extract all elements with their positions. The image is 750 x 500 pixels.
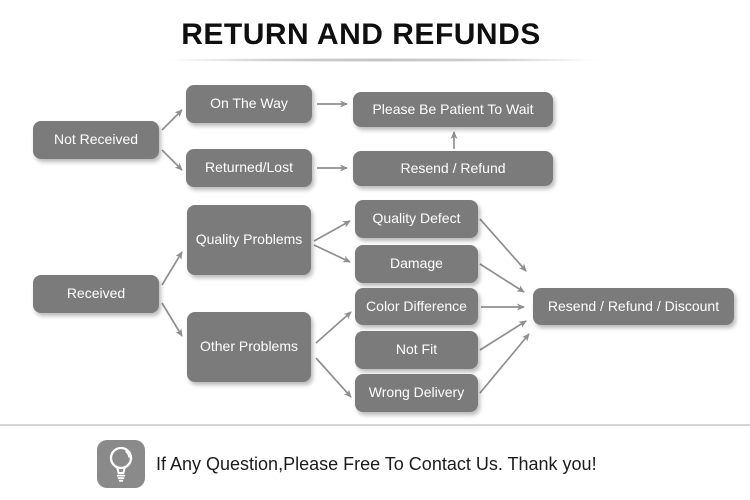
- arrow-received-to-other-problems: [161, 302, 183, 337]
- node-on-the-way: On The Way: [186, 85, 312, 123]
- arrow-wrong-delivery-to-final: [479, 333, 530, 394]
- arrow-other-problems-to-wrong-delivery: [315, 357, 352, 398]
- node-received: Received: [33, 275, 159, 313]
- arrow-damage-to-final: [479, 263, 525, 293]
- node-not-fit: Not Fit: [355, 331, 478, 369]
- arrow-not-received-to-returned-lost: [161, 149, 183, 171]
- arrow-quality-problems-to-damage: [313, 244, 351, 263]
- arrow-quality-defect-to-final: [479, 218, 527, 272]
- node-please-be-patient: Please Be Patient To Wait: [353, 92, 553, 127]
- node-quality-defect: Quality Defect: [355, 200, 478, 238]
- node-color-difference: Color Difference: [355, 288, 478, 325]
- arrow-not-fit-to-final: [479, 320, 527, 351]
- arrow-not-received-to-on-the-way: [161, 109, 183, 131]
- node-quality-problems: Quality Problems: [187, 205, 311, 275]
- footer-divider: [0, 424, 750, 426]
- page-title: RETURN AND REFUNDS: [181, 18, 541, 51]
- arrow-quality-problems-to-quality-defect: [313, 220, 351, 242]
- footer-message: If Any Question,Please Free To Contact U…: [156, 453, 597, 474]
- node-resend-refund: Resend / Refund: [353, 151, 553, 186]
- node-not-received: Not Received: [33, 121, 159, 159]
- node-resend-refund-discount: Resend / Refund / Discount: [533, 288, 734, 325]
- arrow-received-to-quality-problems: [161, 251, 183, 286]
- node-damage: Damage: [355, 245, 478, 283]
- node-other-problems: Other Problems: [187, 312, 311, 382]
- lightbulb-icon: [109, 446, 133, 482]
- node-wrong-delivery: Wrong Delivery: [355, 374, 478, 412]
- title-underline: [155, 58, 610, 62]
- footer-icon-box: [97, 440, 145, 488]
- node-returned-lost: Returned/Lost: [186, 149, 312, 187]
- arrow-other-problems-to-color-difference: [315, 311, 352, 344]
